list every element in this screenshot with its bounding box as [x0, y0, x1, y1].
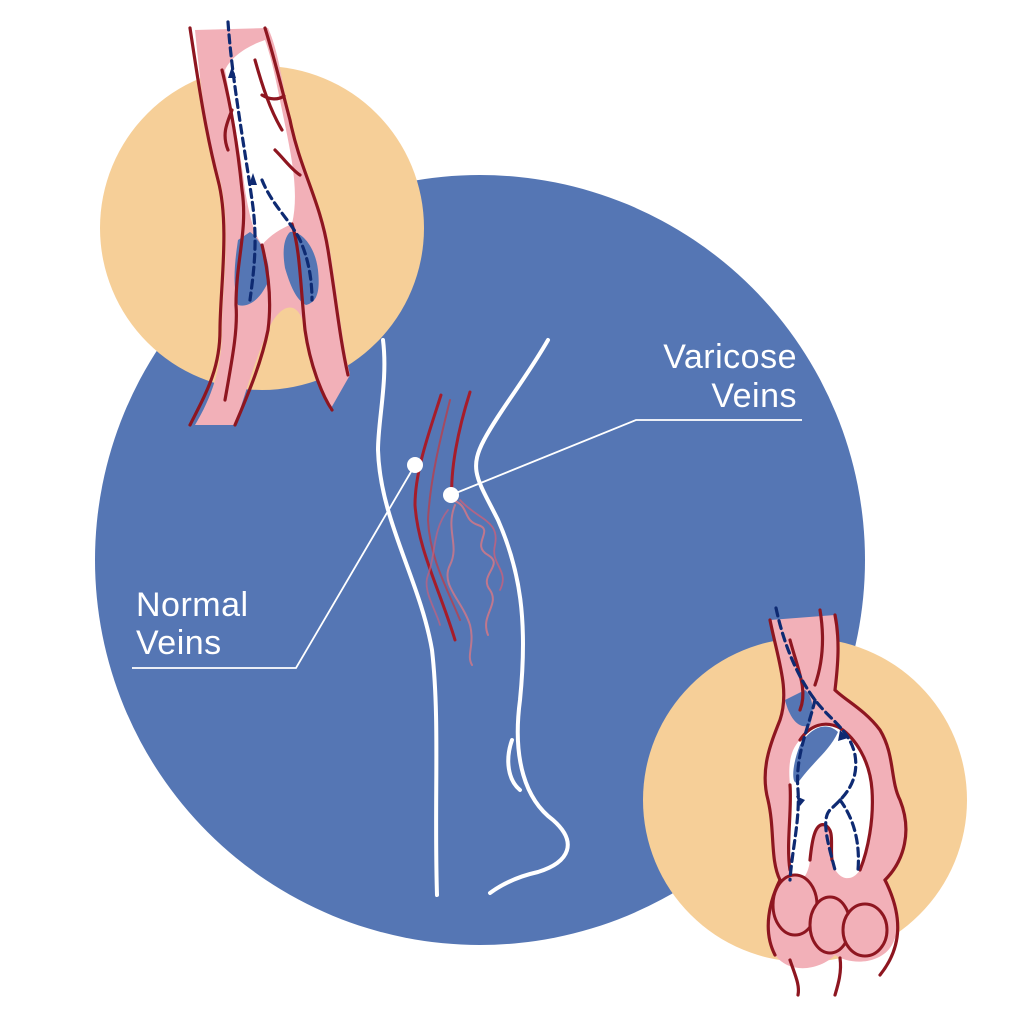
normal-veins-label-line2: Veins	[136, 624, 222, 662]
normal-vein-valve-icon	[100, 20, 424, 427]
normal-veins-leader-line	[132, 464, 416, 669]
leg-veins	[413, 390, 504, 666]
leg-outline	[376, 338, 570, 897]
varicose-vein-valve-icon	[643, 606, 967, 997]
varicose-veins-leader-line	[450, 419, 802, 496]
normal-veins-label-line1: Normal	[136, 586, 249, 624]
varicose-veins-label-line1: Varicose	[663, 338, 797, 376]
varicose-veins-label-line2: Veins	[711, 377, 797, 415]
